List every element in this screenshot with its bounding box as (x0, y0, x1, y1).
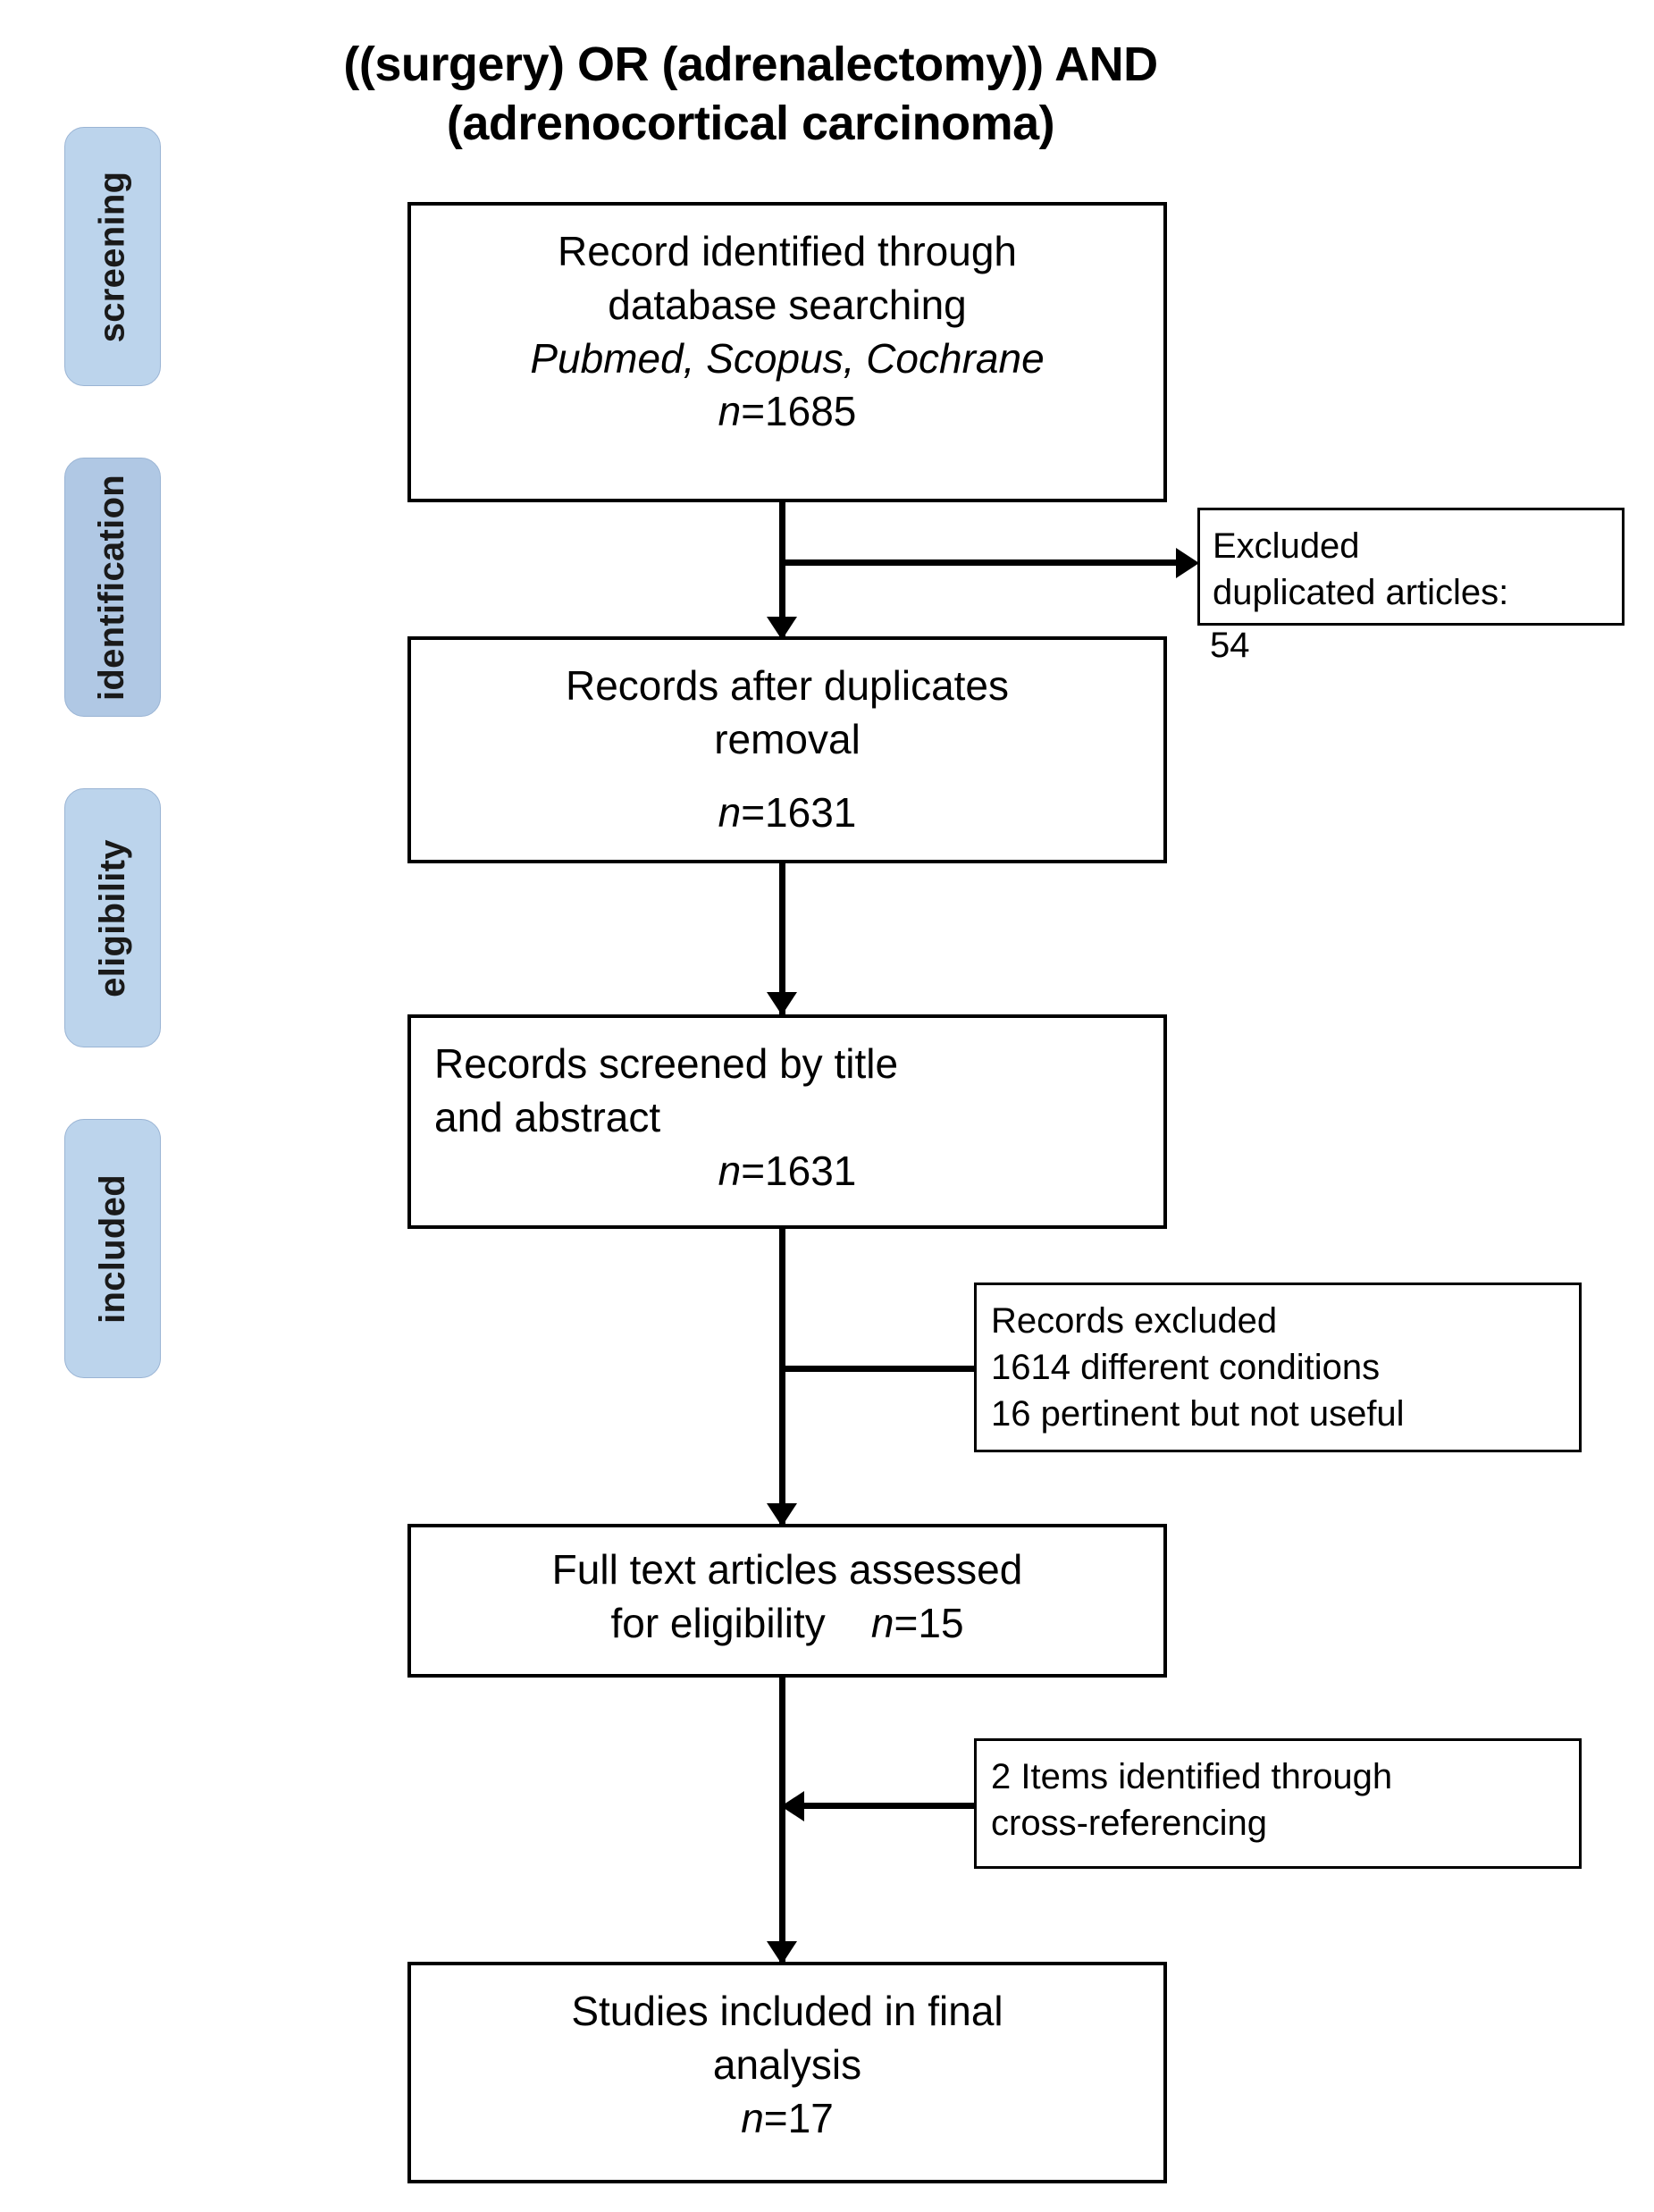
excluded-duplicates-line-2: duplicated articles: (1213, 573, 1509, 612)
excluded-duplicates-count: 54 (1210, 626, 1250, 665)
box-cross-referencing: 2 Items identified through cross-referen… (974, 1738, 1582, 1869)
screened-line-1: Records screened by title (434, 1040, 899, 1087)
box-records-screened: Records screened by title and abstract n… (407, 1014, 1167, 1229)
screened-line-2: and abstract (434, 1093, 661, 1140)
connector-screened-to-records-excluded (779, 1366, 1012, 1372)
diagram-title: ((surgery) OR (adrenalectomy)) AND (adre… (268, 36, 1233, 154)
stage-tab-identification: identification (64, 458, 161, 717)
connector-identified-to-excluded (779, 559, 1190, 566)
stage-tab-identification-label: identification (92, 474, 132, 701)
arrowhead-duplicates-to-screened (767, 992, 797, 1015)
included-n-value: =17 (763, 2094, 834, 2141)
box-after-duplicates: Records after duplicates removal n=1631 (407, 636, 1167, 863)
full-text-line-2-text: for eligibility (610, 1599, 826, 1646)
stage-tab-screening: screening (64, 127, 161, 386)
connector-screened-to-fulltext (779, 1226, 785, 1526)
included-count: n=17 (427, 2092, 1147, 2146)
screened-n-value: =1631 (741, 1147, 857, 1194)
screened-n-label: n (718, 1147, 742, 1194)
included-n-label: n (741, 2094, 764, 2141)
records-excluded-line-1: Records excluded (991, 1301, 1278, 1341)
after-duplicates-n-label: n (718, 788, 742, 836)
after-duplicates-count: n=1631 (427, 786, 1147, 840)
stage-tab-eligibility: eligibility (64, 788, 161, 1047)
identified-n-value: =1685 (741, 388, 857, 435)
identified-line-1: Record identified through (558, 228, 1017, 274)
identified-databases: Pubmed, Scopus, Cochrane (530, 334, 1045, 382)
stage-tab-included: included (64, 1119, 161, 1378)
identified-count: n=1685 (427, 385, 1147, 439)
connector-crossref-to-main (804, 1803, 1012, 1809)
after-duplicates-line-2: removal (714, 715, 861, 762)
stage-tab-included-label: included (92, 1173, 132, 1324)
connector-identified-to-duplicates (779, 500, 785, 639)
arrowhead-screened-to-fulltext (767, 1503, 797, 1527)
arrowhead-crossref-to-main (781, 1791, 804, 1821)
after-duplicates-line-1: Records after duplicates (565, 662, 1010, 709)
stage-tab-eligibility-label: eligibility (92, 838, 132, 997)
arrowhead-fulltext-to-included (767, 1941, 797, 1964)
stage-tab-screening-label: screening (92, 171, 132, 342)
records-excluded-line-2: 1614 different conditions (991, 1348, 1381, 1387)
box-records-excluded: Records excluded 1614 different conditio… (974, 1283, 1582, 1452)
connector-duplicates-to-screened (779, 863, 785, 1015)
title-line-2: (adrenocortical carcinoma) (446, 96, 1055, 150)
box-studies-included: Studies included in final analysis n=17 (407, 1962, 1167, 2183)
box-identified: Record identified through database searc… (407, 202, 1167, 502)
records-excluded-line-3: 16 pertinent but not useful (991, 1394, 1405, 1434)
cross-referencing-line-2: cross-referencing (991, 1804, 1268, 1843)
title-line-1: ((surgery) OR (adrenalectomy)) AND (343, 38, 1158, 91)
full-text-n-value: =15 (894, 1599, 964, 1646)
identified-line-2: database searching (608, 281, 967, 328)
included-line-2: analysis (712, 2040, 862, 2088)
excluded-duplicates-line-1: Excluded (1213, 526, 1360, 566)
full-text-line-1: Full text articles assessed (551, 1546, 1023, 1593)
included-line-1: Studies included in final (571, 1988, 1003, 2034)
arrowhead-identified-to-duplicates (767, 617, 797, 640)
box-excluded-duplicates: Excluded duplicated articles: (1197, 508, 1625, 626)
after-duplicates-n-value: =1631 (741, 788, 857, 836)
full-text-line-2: for eligibility n=15 (427, 1597, 1147, 1651)
cross-referencing-line-1: 2 Items identified through (991, 1757, 1393, 1796)
identified-n-label: n (718, 388, 742, 435)
box-full-text: Full text articles assessed for eligibil… (407, 1524, 1167, 1678)
full-text-n-label: n (870, 1599, 894, 1646)
arrowhead-identified-to-excluded (1176, 548, 1199, 578)
screened-count: n=1631 (434, 1145, 1140, 1199)
